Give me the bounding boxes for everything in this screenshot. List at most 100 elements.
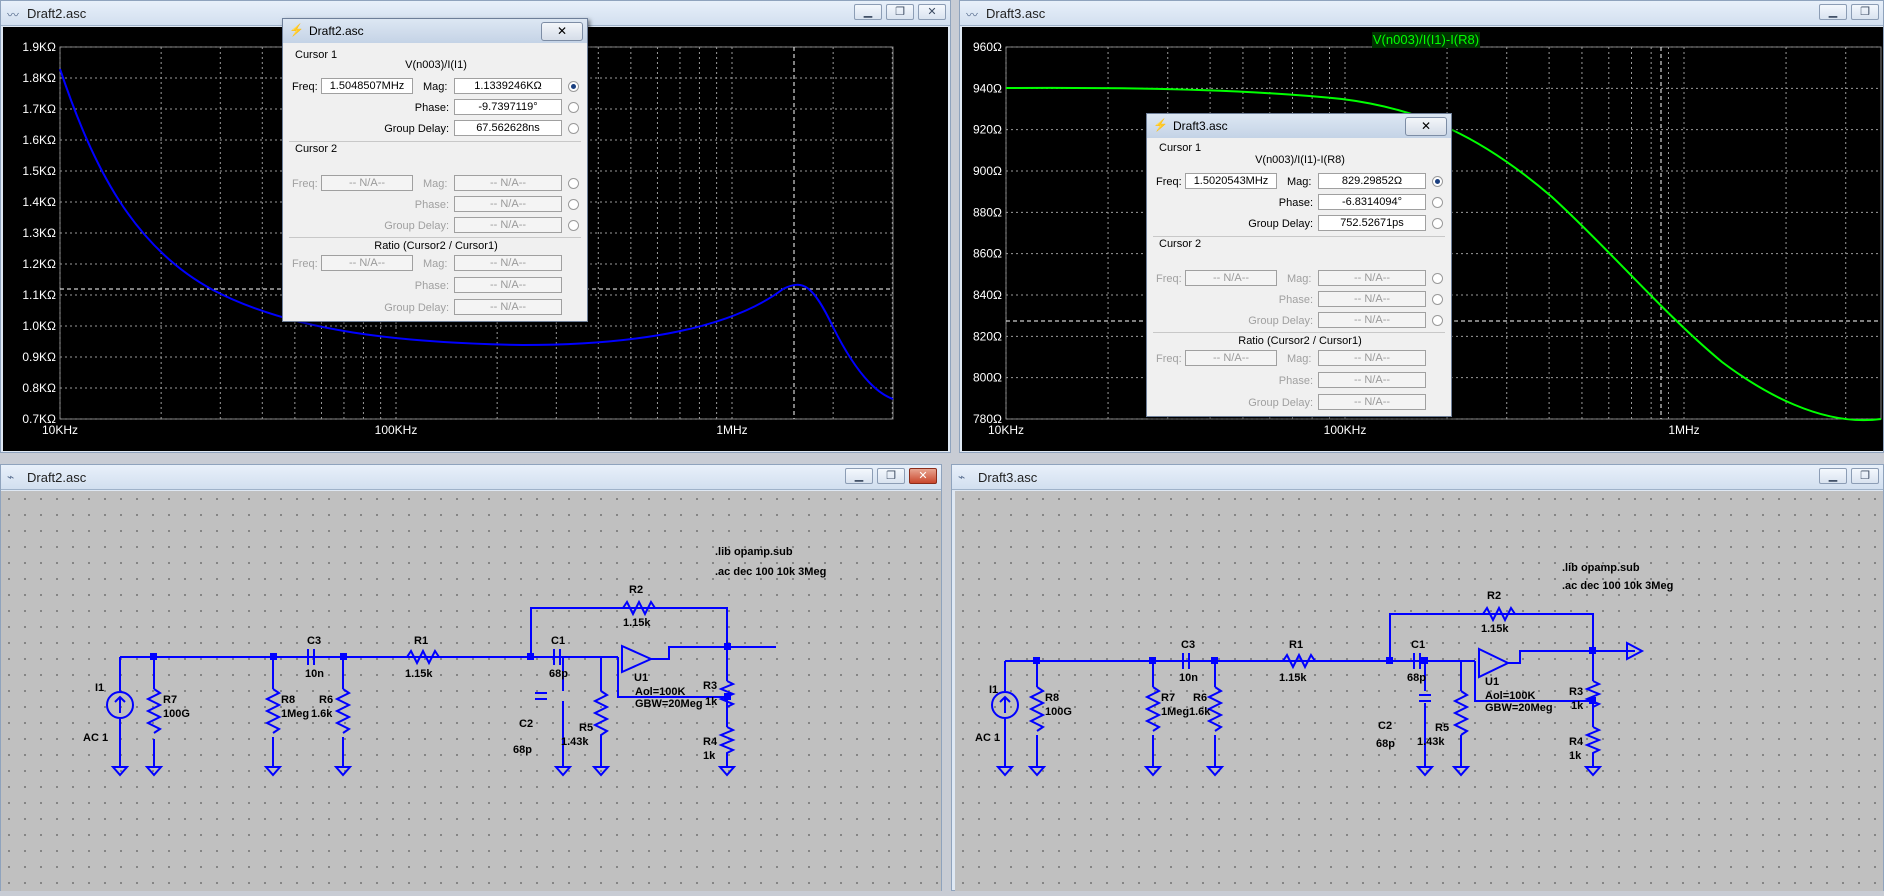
label-R4[interactable]: R4 [703, 736, 718, 748]
label-C3[interactable]: C3 [307, 635, 321, 647]
value-C3[interactable]: 10n [1179, 672, 1198, 684]
label-C1[interactable]: C1 [1411, 639, 1425, 651]
minimize-button[interactable]: ▁ [854, 4, 882, 20]
close-button[interactable]: ✕ [909, 468, 937, 484]
group-delay-field[interactable]: -- N/A-- [454, 299, 562, 315]
phase-field[interactable]: -- N/A-- [454, 277, 562, 293]
label-R5[interactable]: R5 [1435, 722, 1449, 734]
opamp-gbw[interactable]: GBW=20Meg [1485, 702, 1553, 714]
mag-field[interactable]: -- N/A-- [454, 175, 562, 191]
group-delay-field[interactable]: 67.562628ns [454, 120, 562, 136]
value-R3[interactable]: 1k [705, 696, 718, 708]
directive-ac[interactable]: .ac dec 100 10k 3Meg [715, 566, 826, 578]
label-AC[interactable]: AC 1 [975, 732, 1000, 744]
maximize-button[interactable]: ❐ [886, 4, 914, 20]
mag-radio[interactable] [1432, 176, 1443, 187]
value-R5[interactable]: 1.43k [1417, 736, 1445, 748]
maximize-button[interactable]: ❐ [877, 468, 905, 484]
value-R4[interactable]: 1k [703, 750, 716, 762]
phase-field[interactable]: -- N/A-- [454, 196, 562, 212]
value-R6[interactable]: 1.6k [311, 708, 333, 720]
mag-field[interactable]: -- N/A-- [1318, 350, 1426, 366]
close-button[interactable]: ✕ [918, 4, 946, 20]
phase-field[interactable]: -- N/A-- [1318, 291, 1426, 307]
value-R7[interactable]: 1Meg [1161, 706, 1189, 718]
mag-field[interactable]: -- N/A-- [1318, 270, 1426, 286]
schematic-canvas[interactable]: .lib opamp.sub .ac dec 100 10k 3Meg I1 A… [1, 491, 941, 891]
value-R7[interactable]: 100G [163, 708, 190, 720]
phase-radio[interactable] [1432, 294, 1443, 305]
minimize-button[interactable]: ▁ [1819, 4, 1847, 20]
opamp-aol[interactable]: Aol=100K [635, 686, 685, 698]
label-I1[interactable]: I1 [989, 684, 998, 696]
group-delay-field[interactable]: -- N/A-- [1318, 394, 1426, 410]
label-C1[interactable]: C1 [551, 635, 565, 647]
schematic-canvas[interactable]: .lib opamp.sub .ac dec 100 10k 3Meg I1 A… [955, 491, 1883, 891]
maximize-button[interactable]: ❐ [1851, 468, 1879, 484]
label-R1[interactable]: R1 [414, 635, 428, 647]
title-bar[interactable]: ⌁ Draft2.asc ▁ ❐ ✕ [1, 465, 941, 490]
dialog-title-bar[interactable]: ⚡ Draft3.asc ✕ [1147, 114, 1451, 138]
phase-field[interactable]: -- N/A-- [1318, 372, 1426, 388]
value-R6[interactable]: 1.6k [1189, 706, 1211, 718]
value-C2[interactable]: 68p [513, 744, 532, 756]
label-U1[interactable]: U1 [634, 672, 648, 684]
label-R4[interactable]: R4 [1569, 736, 1584, 748]
freq-field[interactable]: 1.5020543MHz [1185, 173, 1277, 189]
freq-field[interactable]: -- N/A-- [1185, 350, 1277, 366]
opamp-aol[interactable]: Aol=100K [1485, 690, 1535, 702]
mag-radio[interactable] [1432, 273, 1443, 284]
cursor-dialog-right[interactable]: ⚡ Draft3.asc ✕ Cursor 1 V(n003)/I(I1)-I(… [1146, 113, 1452, 417]
freq-field[interactable]: 1.5048507MHz [321, 78, 413, 94]
phase-radio[interactable] [568, 102, 579, 113]
schematic-window-left[interactable]: ⌁ Draft2.asc ▁ ❐ ✕ [0, 464, 942, 891]
directive-ac[interactable]: .ac dec 100 10k 3Meg [1562, 580, 1673, 592]
title-bar[interactable]: 〰 Draft3.asc ▁ ❐ [960, 1, 1883, 26]
label-R8[interactable]: R8 [1045, 692, 1059, 704]
label-R7[interactable]: R7 [1161, 692, 1175, 704]
dialog-close-button[interactable]: ✕ [541, 22, 583, 41]
freq-field[interactable]: -- N/A-- [1185, 270, 1277, 286]
value-C1[interactable]: 68p [1407, 672, 1426, 684]
group-delay-radio[interactable] [568, 220, 579, 231]
value-R1[interactable]: 1.15k [405, 668, 433, 680]
schematic-window-right[interactable]: ⌁ Draft3.asc ▁ ❐ [951, 464, 1884, 891]
minimize-button[interactable]: ▁ [1819, 468, 1847, 484]
mag-field[interactable]: -- N/A-- [454, 255, 562, 271]
phase-radio[interactable] [1432, 197, 1443, 208]
label-C3[interactable]: C3 [1181, 639, 1195, 651]
title-bar[interactable]: ⌁ Draft3.asc ▁ ❐ [952, 465, 1883, 490]
opamp-gbw[interactable]: GBW=20Meg [635, 698, 703, 710]
directive-lib[interactable]: .lib opamp.sub [715, 546, 793, 558]
label-U1[interactable]: U1 [1485, 676, 1499, 688]
value-C3[interactable]: 10n [305, 668, 324, 680]
cursor-dialog-left[interactable]: ⚡ Draft2.asc ✕ Cursor 1 V(n003)/I(I1) Fr… [282, 18, 588, 322]
freq-field[interactable]: -- N/A-- [321, 255, 413, 271]
mag-radio[interactable] [568, 81, 579, 92]
maximize-button[interactable]: ❐ [1851, 4, 1879, 20]
label-R2[interactable]: R2 [1487, 590, 1501, 602]
group-delay-radio[interactable] [1432, 218, 1443, 229]
group-delay-radio[interactable] [568, 123, 579, 134]
value-R8[interactable]: 100G [1045, 706, 1072, 718]
label-R7[interactable]: R7 [163, 694, 177, 706]
label-I1[interactable]: I1 [95, 682, 104, 694]
group-delay-field[interactable]: 752.52671ps [1318, 215, 1426, 231]
label-C2[interactable]: C2 [519, 718, 533, 730]
value-C1[interactable]: 68p [549, 668, 568, 680]
value-R2[interactable]: 1.15k [623, 617, 651, 629]
trace-label[interactable]: V(n003)/I(I1)-I(R8) [1373, 32, 1479, 47]
dialog-close-button[interactable]: ✕ [1405, 117, 1447, 136]
label-R2[interactable]: R2 [629, 584, 643, 596]
label-R6[interactable]: R6 [1193, 692, 1207, 704]
label-R3[interactable]: R3 [703, 680, 717, 692]
group-delay-field[interactable]: -- N/A-- [454, 217, 562, 233]
value-R8[interactable]: 1Meg [281, 708, 309, 720]
phase-field[interactable]: -9.7397119° [454, 99, 562, 115]
value-R3[interactable]: 1k [1571, 700, 1584, 712]
label-R3[interactable]: R3 [1569, 686, 1583, 698]
phase-field[interactable]: -6.8314094° [1318, 194, 1426, 210]
minimize-button[interactable]: ▁ [845, 468, 873, 484]
mag-radio[interactable] [568, 178, 579, 189]
phase-radio[interactable] [568, 199, 579, 210]
